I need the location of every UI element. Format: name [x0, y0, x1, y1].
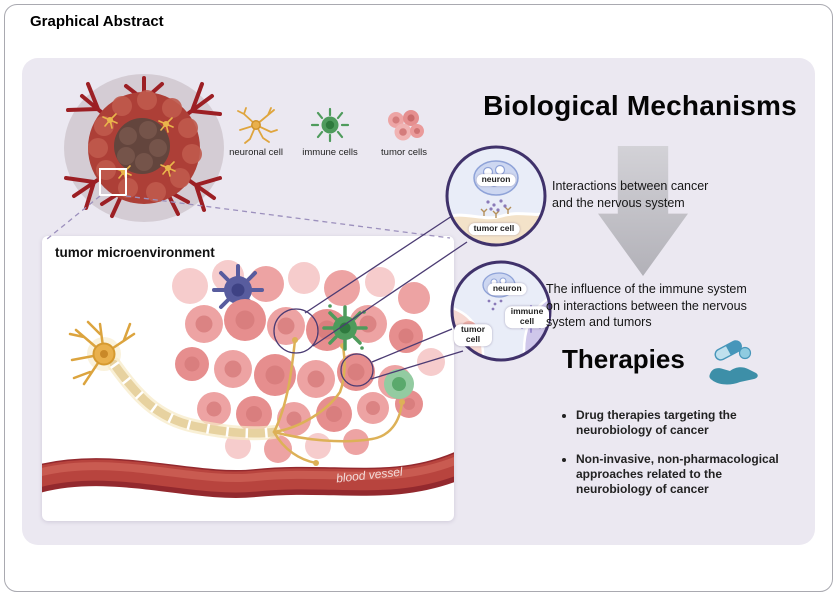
tumor-cell-label: tumor cell: [468, 223, 520, 235]
tumor-microenvironment-panel: tumor microenvironment blood vessel: [42, 236, 454, 521]
legend-label: immune cells: [302, 147, 358, 158]
legend-item-immune-cells: immune cells: [298, 106, 362, 158]
tumor-illustration: [64, 74, 224, 222]
immune-cells-icon: [310, 107, 350, 143]
immune-inset: neuron immune cell tumor cell: [449, 259, 553, 363]
neuron-label: neuron: [476, 174, 516, 186]
immune-cell-icon: [322, 305, 368, 351]
step2-text: The influence of the immune system on in…: [546, 282, 747, 329]
therapies-bullet-list: Drug therapies targeting the neurobiolog…: [562, 408, 816, 511]
neuron-label: neuron: [487, 283, 527, 295]
microenvironment-title: tumor microenvironment: [55, 245, 215, 260]
tumor-cell-label: tumor cell: [454, 324, 492, 346]
immune-cell-label: immune cell: [505, 306, 549, 328]
cell-type-legend: neuronal cell immune cells tumor cells: [224, 106, 436, 158]
pills-hand-icon: [709, 340, 758, 385]
synapse-inset: neuron tumor cell: [444, 144, 548, 248]
legend-label: tumor cells: [381, 147, 427, 158]
bullet-item: Non-invasive, non-pharmacological approa…: [576, 452, 798, 498]
bullet-item: Drug therapies targeting the neurobiolog…: [576, 408, 798, 439]
biological-mechanisms-heading: Biological Mechanisms: [483, 90, 797, 121]
blood-vessel-illustration: [42, 452, 454, 498]
zoom-region-square: [99, 168, 127, 196]
neuronal-cell-icon: [237, 107, 278, 144]
step1-text: Interactions between cancer and the nerv…: [552, 179, 709, 210]
legend-item-neuronal-cell: neuronal cell: [224, 106, 288, 158]
tumor-cells-icon: [388, 110, 424, 141]
page-title: Graphical Abstract: [30, 13, 164, 30]
therapies-heading: Therapies: [562, 344, 685, 374]
legend-label: neuronal cell: [229, 147, 283, 158]
surface-neuron-icons: [102, 113, 176, 181]
legend-item-tumor-cells: tumor cells: [372, 106, 436, 158]
